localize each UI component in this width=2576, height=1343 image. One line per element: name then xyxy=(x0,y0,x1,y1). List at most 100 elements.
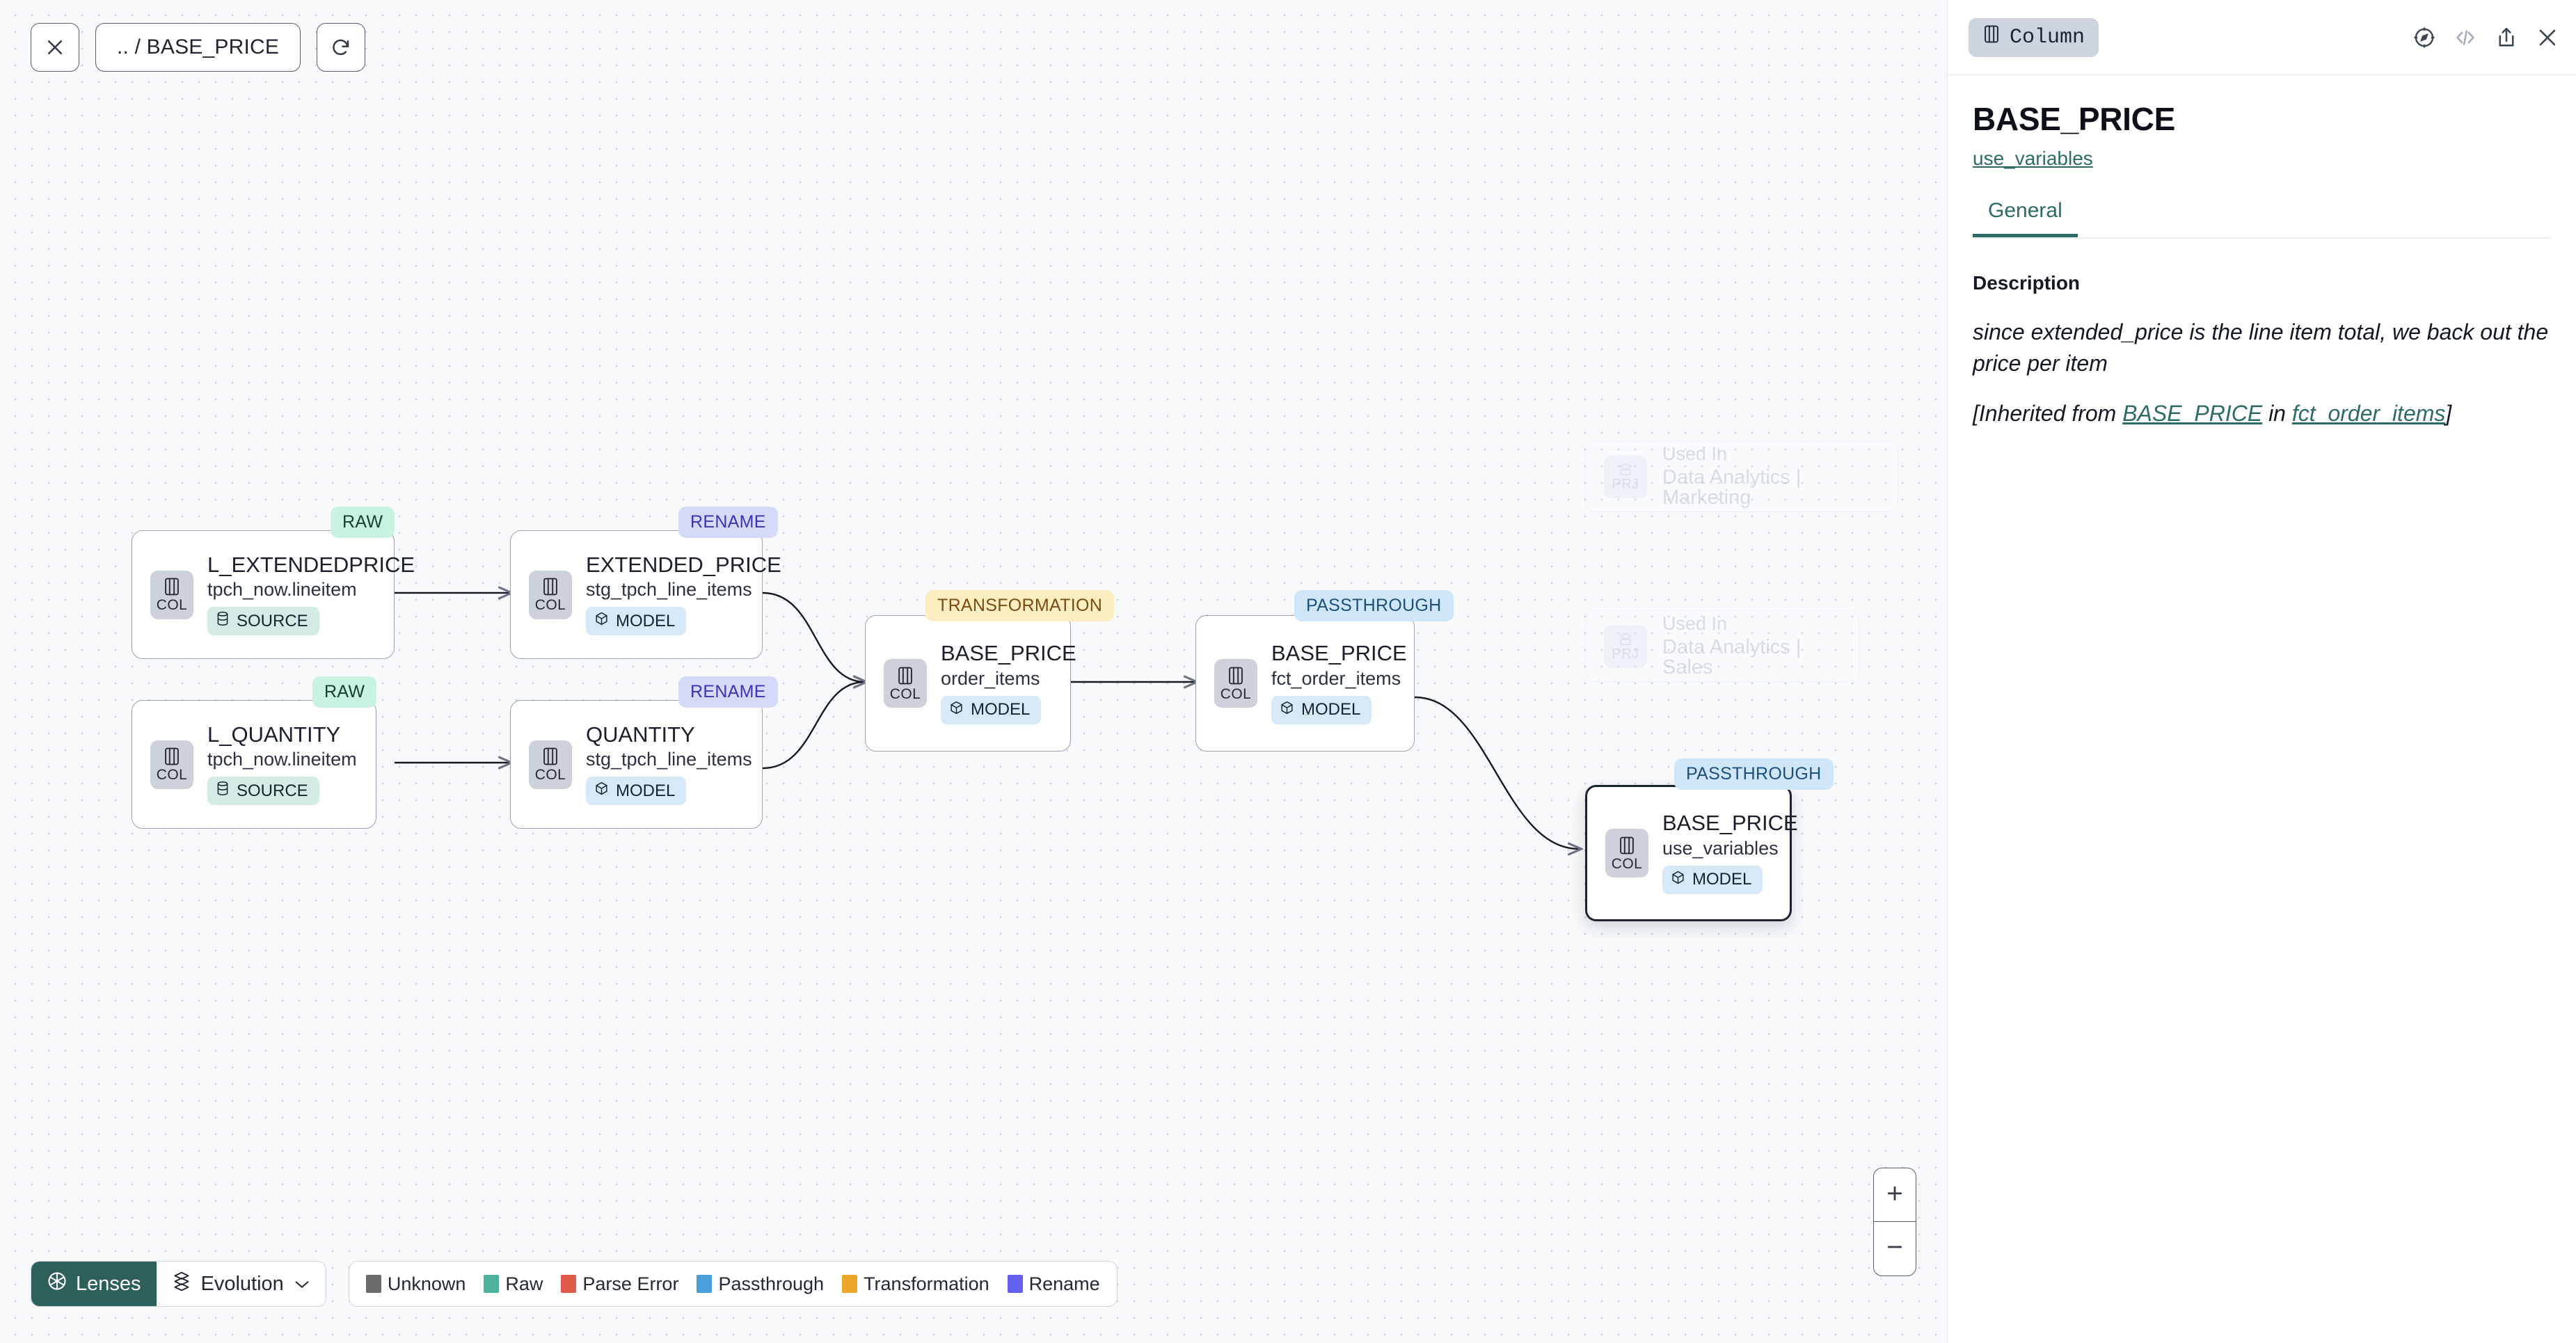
column-icon: COL xyxy=(529,570,572,619)
details-tabs: General xyxy=(1973,199,2551,239)
canvas-bottom-bar: Lenses Evolution Unknown Raw Parse Error… xyxy=(31,1261,1118,1307)
evolution-label: Evolution xyxy=(200,1272,284,1295)
aperture-icon xyxy=(47,1271,67,1297)
plus-icon xyxy=(1884,1183,1905,1207)
node-chip-label: MODEL xyxy=(971,700,1031,720)
database-icon xyxy=(216,611,230,631)
lineage-canvas[interactable]: .. / BASE_PRICE xyxy=(0,0,1947,1343)
cube-icon xyxy=(1280,700,1294,720)
node-subtitle: use_variables xyxy=(1662,837,1779,859)
refresh-icon xyxy=(331,37,351,58)
refresh-button[interactable] xyxy=(317,23,366,72)
inherited-model-link[interactable]: fct_order_items xyxy=(2291,400,2446,426)
badge-raw-l-extendedprice: RAW xyxy=(331,507,395,538)
column-icon-label: COL xyxy=(1611,855,1643,872)
column-icon-label: COL xyxy=(156,767,188,783)
ghost-node-used-in-sales[interactable]: PRJ Used In Data Analytics | Sales xyxy=(1585,610,1859,682)
tab-general[interactable]: General xyxy=(1973,199,2078,237)
inherited-note: [Inherited from BASE_PRICE in fct_order_… xyxy=(1973,398,2551,429)
details-panel-body: BASE_PRICE use_variables General Descrip… xyxy=(1948,75,2576,429)
node-chip-model: MODEL xyxy=(1662,865,1763,894)
node-subtitle: fct_order_items xyxy=(1271,667,1401,689)
legend-label: Passthrough xyxy=(718,1273,825,1294)
legend-swatch-transformation xyxy=(842,1275,858,1293)
node-fct-order-items[interactable]: COL BASE_PRICE fct_order_items MODEL xyxy=(1195,615,1415,752)
legend-label: Unknown xyxy=(387,1273,466,1294)
column-icon-label: COL xyxy=(889,685,921,702)
lenses-button[interactable]: Lenses xyxy=(31,1262,157,1306)
compass-icon[interactable] xyxy=(2412,26,2436,49)
legend-label: Parse Error xyxy=(582,1273,679,1294)
badge-rename-quantity: RENAME xyxy=(678,676,778,708)
details-panel-header: Column xyxy=(1948,0,2576,75)
legend-swatch-passthrough xyxy=(697,1275,713,1293)
column-icon: COL xyxy=(150,570,193,619)
ghost-node-line1: Used In xyxy=(1662,443,1728,464)
node-title: BASE_PRICE xyxy=(1662,811,1798,836)
badge-transformation-order-items: TRANSFORMATION xyxy=(925,590,1115,621)
legend-label: Rename xyxy=(1028,1273,1100,1294)
project-icon-label: PRJ xyxy=(1612,476,1639,492)
lenses-evolution-group: Lenses Evolution xyxy=(31,1261,326,1307)
evolution-dropdown[interactable]: Evolution xyxy=(156,1262,326,1306)
badge-passthrough-fct-order-items: PASSTHROUGH xyxy=(1294,590,1454,621)
column-icon-label: COL xyxy=(534,597,566,613)
node-extended-price[interactable]: COL EXTENDED_PRICE stg_tpch_line_items M… xyxy=(510,530,781,659)
chevron-down-icon xyxy=(294,1273,310,1296)
lenses-label: Lenses xyxy=(76,1272,141,1295)
badge-passthrough-use-variables: PASSTHROUGH xyxy=(1674,758,1834,790)
node-subtitle: stg_tpch_line_items xyxy=(586,749,752,770)
node-use-variables[interactable]: COL BASE_PRICE use_variables MODEL xyxy=(1585,785,1798,921)
parent-model-link[interactable]: use_variables xyxy=(1973,148,2093,169)
column-icon-label: COL xyxy=(156,597,188,613)
node-title: L_EXTENDEDPRICE xyxy=(207,552,415,577)
description-text: since extended_price is the line item to… xyxy=(1973,317,2551,429)
minus-icon xyxy=(1884,1237,1905,1261)
column-icon: COL xyxy=(1605,829,1648,877)
node-subtitle: order_items xyxy=(941,667,1040,689)
node-chip-model: MODEL xyxy=(1271,695,1372,724)
node-chip-source: SOURCE xyxy=(207,777,319,806)
details-panel-actions xyxy=(2412,26,2559,49)
code-icon[interactable] xyxy=(2454,26,2477,49)
legend-label: Transformation xyxy=(864,1273,989,1294)
page-title: BASE_PRICE xyxy=(1973,101,2175,137)
layers-icon xyxy=(172,1271,191,1297)
zoom-out-button[interactable] xyxy=(1874,1222,1916,1276)
node-chip-model: MODEL xyxy=(586,607,687,636)
ghost-node-used-in-marketing[interactable]: PRJ Used In Data Analytics | Marketing xyxy=(1585,440,1898,512)
column-icon xyxy=(1982,24,2001,51)
column-icon-label: COL xyxy=(1220,685,1252,702)
details-panel: Column BASE_PRICE use_variables xyxy=(1947,0,2576,1343)
inherited-mid: in xyxy=(2262,400,2292,426)
column-icon: COL xyxy=(529,740,572,789)
node-l-quantity[interactable]: COL L_QUANTITY tpch_now.lineitem SOURCE xyxy=(132,700,376,829)
node-order-items[interactable]: COL BASE_PRICE order_items MODEL xyxy=(865,615,1076,752)
close-icon xyxy=(45,37,65,58)
canvas-toolbar: .. / BASE_PRICE xyxy=(31,23,366,72)
column-icon-label: COL xyxy=(534,767,566,783)
node-l-extendedprice[interactable]: COL L_EXTENDEDPRICE tpch_now.lineitem SO… xyxy=(132,530,415,659)
node-title: BASE_PRICE xyxy=(941,641,1076,666)
close-panel-icon[interactable] xyxy=(2536,26,2559,49)
share-icon[interactable] xyxy=(2495,26,2518,49)
close-button[interactable] xyxy=(31,23,79,72)
node-chip-label: SOURCE xyxy=(237,611,308,630)
lineage-legend: Unknown Raw Parse Error Passthrough Tran… xyxy=(348,1261,1118,1307)
cube-icon xyxy=(949,700,964,720)
database-icon xyxy=(216,781,230,801)
breadcrumb-path-button[interactable]: .. / BASE_PRICE xyxy=(95,23,301,72)
inherited-suffix: ] xyxy=(2445,400,2452,426)
legend-swatch-raw xyxy=(484,1275,500,1293)
node-chip-source: SOURCE xyxy=(207,607,319,636)
legend-label: Raw xyxy=(505,1273,543,1294)
badge-rename-extended-price: RENAME xyxy=(678,507,778,538)
legend-swatch-parse-error xyxy=(561,1275,577,1293)
zoom-in-button[interactable] xyxy=(1874,1168,1916,1222)
breadcrumb-label: .. / BASE_PRICE xyxy=(117,35,280,58)
entity-type-badge[interactable]: Column xyxy=(1969,17,2099,57)
inherited-column-link[interactable]: BASE_PRICE xyxy=(2122,400,2263,426)
ghost-node-line2: Data Analytics | Sales xyxy=(1662,636,1802,678)
node-quantity[interactable]: COL QUANTITY stg_tpch_line_items MODEL xyxy=(510,700,763,829)
legend-item-parse-error: Parse Error xyxy=(561,1273,678,1295)
